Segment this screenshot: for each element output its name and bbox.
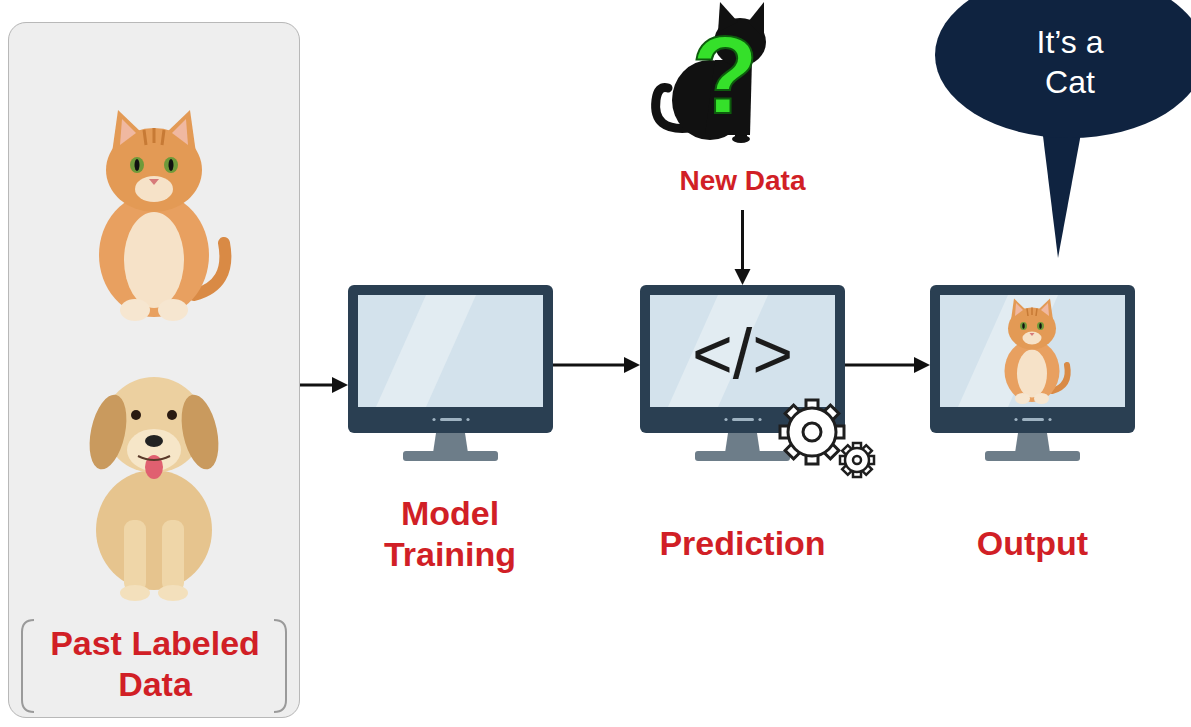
flow-arrow <box>845 357 930 373</box>
monitor-picture <box>930 285 1135 461</box>
question-mark: ? <box>685 20 765 130</box>
input-label: New Data <box>645 164 840 198</box>
speech-bubble <box>935 0 1191 258</box>
kitten-picture <box>99 110 225 321</box>
flow-arrow <box>553 357 640 373</box>
panel-label: Past Labeled Data <box>40 623 270 705</box>
arrow-line <box>741 210 744 271</box>
arrow-head <box>624 357 640 373</box>
speech-bubble-node: It’s a Cat <box>935 0 1191 138</box>
code-symbol: </> <box>650 319 835 389</box>
flow-arrow <box>300 377 348 393</box>
arrow-head <box>735 269 751 285</box>
step-label: Model Training <box>360 493 540 575</box>
step-label: Output <box>918 523 1147 564</box>
data-panel: Past Labeled Data <box>8 22 300 718</box>
speech-text: It’s a Cat <box>1020 22 1120 102</box>
new-data-icon: ? New Data <box>645 2 840 210</box>
gear-icon <box>780 400 844 464</box>
cat-silhouette <box>656 2 766 143</box>
monitor-picture <box>640 285 845 461</box>
monitor-picture <box>348 285 553 461</box>
arrow-head <box>914 357 930 373</box>
training-monitor: Model Training <box>348 285 553 462</box>
output-monitor: Output <box>930 285 1135 462</box>
panel-fill <box>8 22 300 718</box>
step-label: Prediction <box>628 523 857 564</box>
flow-arrow <box>735 210 751 285</box>
gear-icon <box>840 443 874 477</box>
arrow-line <box>553 364 626 367</box>
arrow-head <box>332 377 348 393</box>
arrow-line <box>845 364 916 367</box>
left-bracket <box>22 620 34 712</box>
arrow-line <box>300 384 334 387</box>
kitten-picture <box>1005 299 1068 405</box>
right-bracket <box>274 620 286 712</box>
prediction-monitor: </>Prediction <box>640 285 845 462</box>
puppy-picture <box>83 377 224 601</box>
